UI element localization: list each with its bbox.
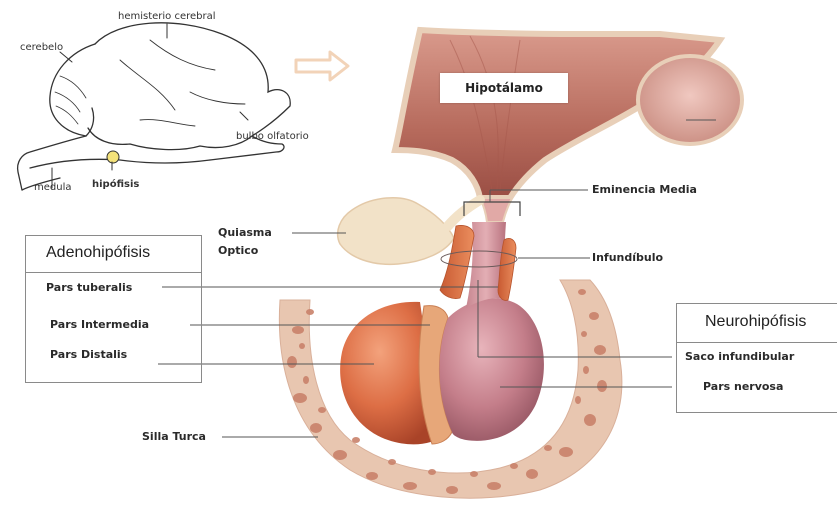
medulla-label: medula [34,183,72,193]
neurohypophysis-title: Neurohipófisis [705,314,806,330]
right-arrow-icon [296,52,348,80]
hypothalamus-label: Hipotálamo [440,73,568,103]
hemisphere-label: hemisterio cerebral [118,12,216,22]
hypophysis-label: hipófisis [92,180,139,190]
pars-intermedia-label: Pars Intermedia [50,319,149,330]
olfactory-bulb-label: bulbo olfatorio [236,132,309,142]
optic-chiasm [338,198,454,265]
optic-chiasm-label-1: Quiasma [218,227,272,238]
pars-distalis-label: Pars Distalis [50,349,127,360]
pars-nervosa [439,298,543,440]
optic-chiasm-label-2: Optico [218,245,258,256]
pars-tuberalis-label: Pars tuberalis [46,282,132,293]
cerebellum-outline [50,44,95,136]
sella-turcica-label: Silla Turca [142,431,206,442]
infundibulum-label: Infundíbulo [592,252,663,263]
cerebellum-label: cerebelo [20,43,63,53]
pars-nervosa-label: Pars nervosa [703,381,783,392]
saco-infundibular-label: Saco infundibular [685,351,794,362]
median-eminence-label: Eminencia Media [592,184,697,195]
mammillary-bulge [638,56,742,144]
adenohypophysis-title: Adenohipófisis [46,245,150,261]
